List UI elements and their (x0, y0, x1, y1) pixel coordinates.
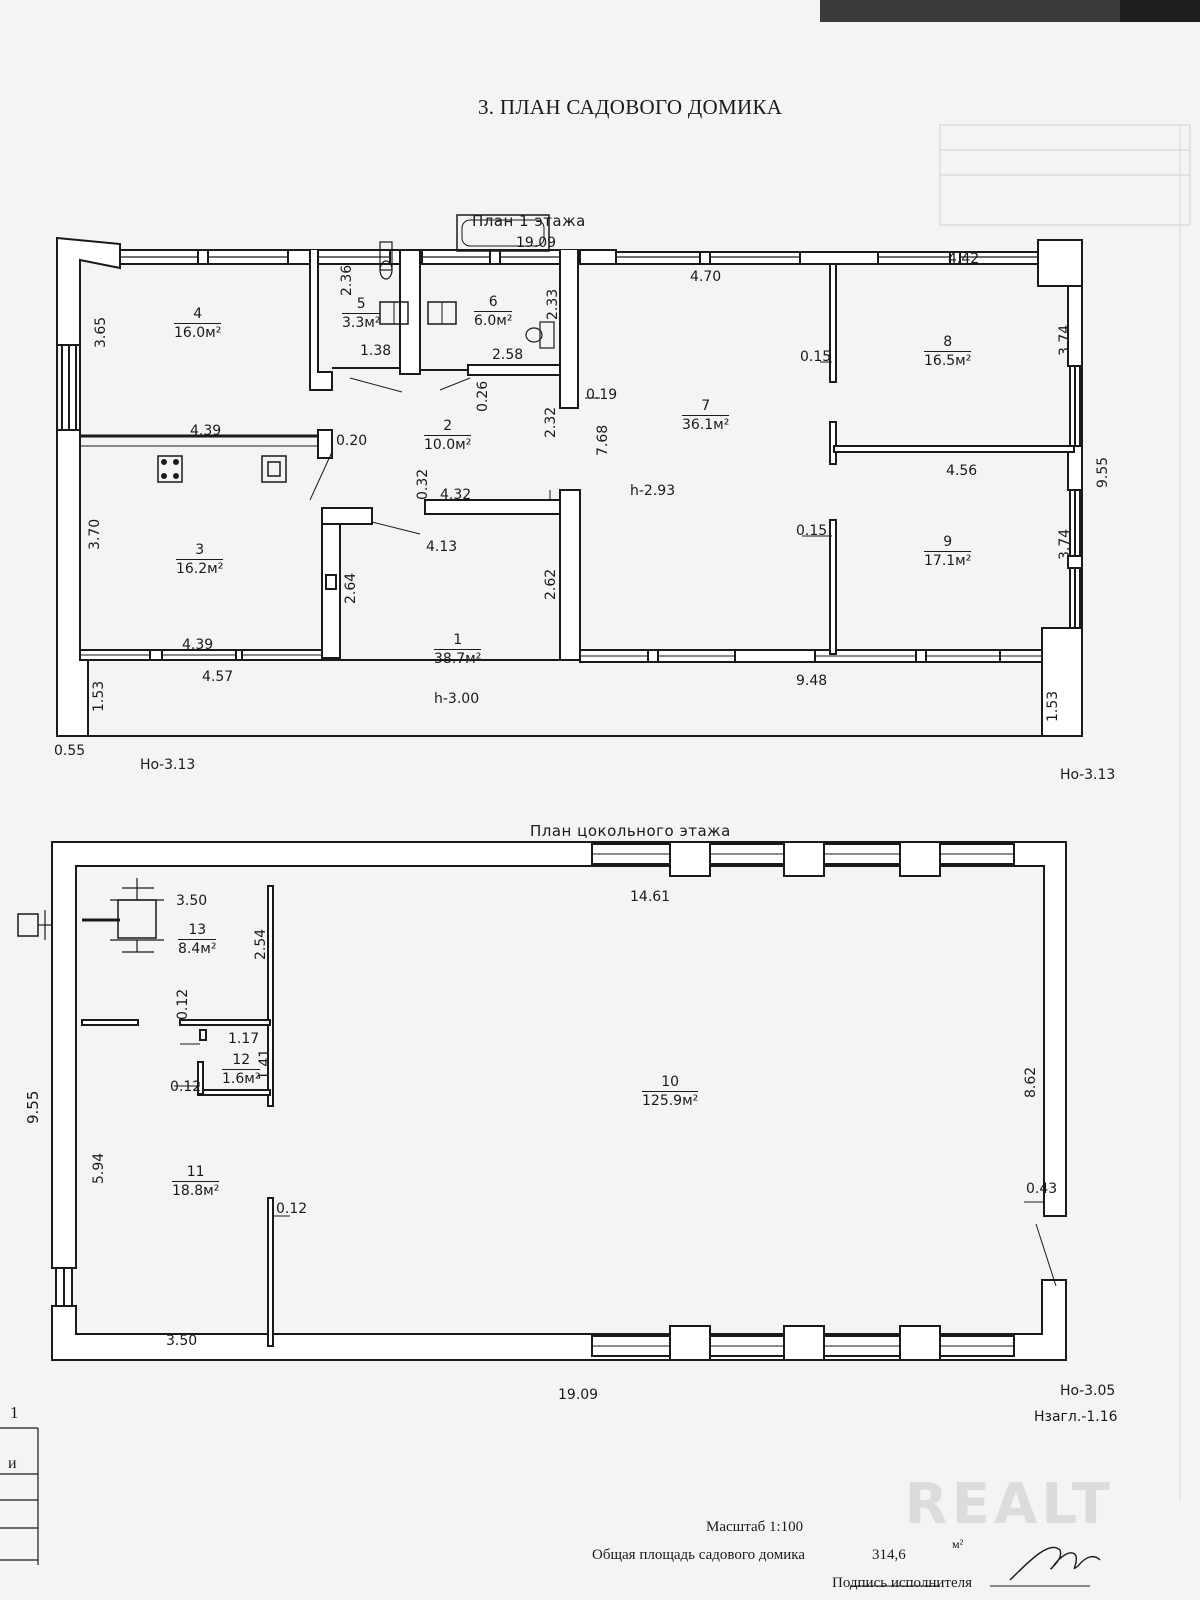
dim-label: 0.15 (800, 349, 832, 365)
basement-width-bottom: 19.09 (558, 1387, 599, 1403)
floor1-overall-depth: 9.55 (1095, 456, 1111, 488)
dim-label: 5.94 (91, 1152, 107, 1184)
dim-label: 4.13 (426, 539, 458, 555)
basement-width-top: 14.61 (630, 889, 671, 905)
ceiling-height-room1: h-3.00 (434, 691, 480, 707)
dim-label: 0.26 (475, 380, 491, 412)
scale-label: Масштаб 1:100 (706, 1519, 804, 1535)
watermark-logo: REALT (904, 1472, 1114, 1537)
photo-shadow (820, 0, 1200, 22)
dim-label: 1.53 (91, 680, 107, 712)
dim-label: 0.43 (1026, 1181, 1058, 1197)
dim-label: 2.54 (253, 928, 269, 960)
photo-shadow-dark (1120, 0, 1200, 22)
dim-label: 3.74 (1057, 528, 1073, 560)
dim-label: 1.38 (360, 343, 392, 359)
dim-label: 0.15 (796, 523, 828, 539)
total-area-value: 314,6 (872, 1547, 906, 1563)
dim-label: 7.68 (595, 424, 611, 456)
corner-dim: 0.55 (54, 743, 86, 759)
dim-label: 4.70 (690, 269, 722, 285)
dim-label: 2.62 (543, 568, 559, 600)
dim-label: 3.74 (1057, 324, 1073, 356)
basement-mark-ho: Но-3.05 (1060, 1383, 1116, 1399)
dim-label: 2.32 (543, 406, 559, 438)
floor1-mark-left: Но-3.13 (140, 757, 196, 773)
floor1-overall-width: 19.09 (516, 235, 557, 251)
floor1-mark-right: Но-3.13 (1060, 767, 1116, 783)
ceiling-height-room7: h-2.93 (630, 483, 676, 499)
dim-label: 2.36 (339, 264, 355, 296)
dim-label: 2.64 (343, 572, 359, 604)
dim-label: 0.20 (336, 433, 368, 449)
dim-label: 3.50 (166, 1333, 198, 1349)
floor1-heading: План 1 этажа (472, 212, 586, 230)
dim-label: 4.57 (202, 669, 234, 685)
dim-label: 3.50 (176, 893, 208, 909)
page-title: 3. ПЛАН САДОВОГО ДОМИКА (478, 95, 783, 119)
dim-label: 8.62 (1023, 1066, 1039, 1098)
dim-label: 0.12 (170, 1079, 202, 1095)
dim-label: 4.42 (948, 251, 980, 267)
dim-label: 4.56 (946, 463, 978, 479)
dim-label: 3.65 (93, 316, 109, 348)
signature-label: Подпись исполнителя (832, 1575, 972, 1591)
dim-label: 4.39 (190, 423, 222, 439)
dim-label: 2.33 (545, 288, 561, 320)
dim-label: 3.70 (87, 518, 103, 550)
dim-label: 1.53 (1045, 690, 1061, 722)
dim-label: 0.12 (276, 1201, 308, 1217)
dim-label: 0.19 (586, 387, 618, 403)
basement-mark-depth: Нзагл.-1.16 (1034, 1409, 1118, 1425)
dim-label: 0.32 (415, 468, 431, 500)
dim-label: 4.39 (182, 637, 214, 653)
basement-depth: 9.55 (24, 1090, 42, 1124)
dim-label: 4.32 (440, 487, 472, 503)
dim-label: 9.48 (796, 673, 828, 689)
dim-label: 0.12 (175, 988, 191, 1020)
total-area-unit: м² (952, 1537, 964, 1551)
margin-number: 1 (10, 1403, 19, 1422)
dim-label: 1.41 (257, 1048, 273, 1080)
margin-letter: и (8, 1455, 17, 1472)
dim-label: 1.17 (228, 1031, 260, 1047)
dim-label: 2.58 (492, 347, 524, 363)
total-area-label: Общая площадь садового домика (592, 1547, 805, 1563)
basement-heading: План цокольного этажа (530, 822, 731, 840)
